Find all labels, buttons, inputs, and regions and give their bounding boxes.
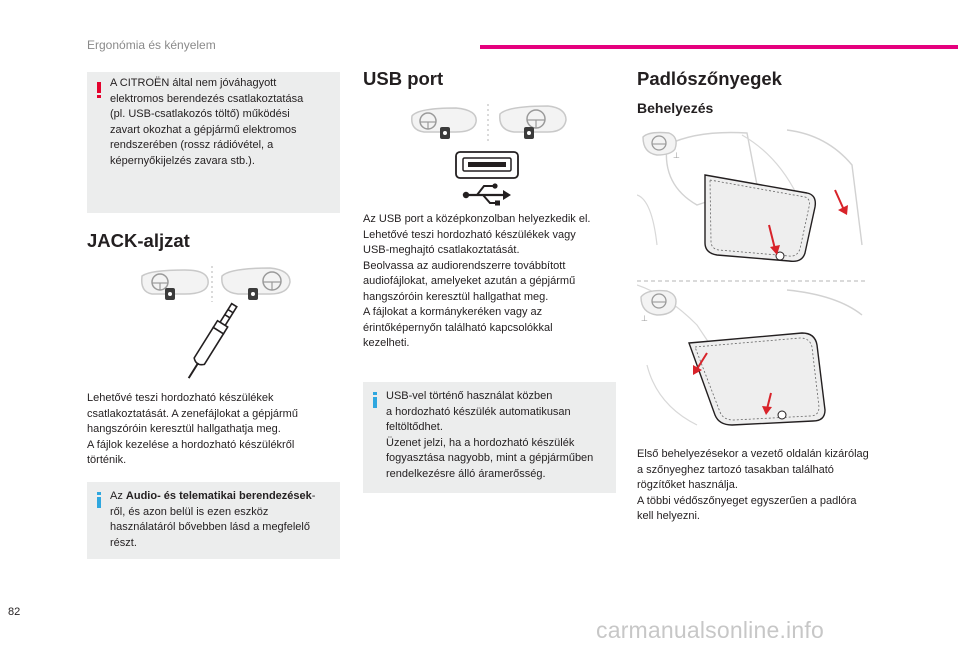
steering-wheel-icon: [411, 107, 477, 139]
warning-icon: [97, 82, 101, 98]
passenger-floor-mat-view: ⊥: [637, 284, 863, 426]
header-accent-bar: [480, 45, 958, 49]
info-text-usb: USB-vel történő használat közben a hordo…: [386, 389, 593, 482]
usb-text-line: A fájlokat a kormánykeréken vagy az: [363, 306, 543, 318]
info-line: részt.: [110, 536, 137, 549]
warning-line: (pl. USB-csatlakozós töltő) működési: [110, 108, 290, 120]
usb-text-line: Az USB port a középkonzolban helyezkedik…: [363, 213, 591, 225]
steering-wheel-icon: ⊥: [640, 289, 677, 323]
warning-box: [87, 72, 340, 213]
floor-mats-text-line: a szőnyeghez tartozó tasakban található: [637, 463, 834, 476]
warning-line: képernyőkijelzés zavara stb.).: [110, 154, 255, 167]
usb-info-line: fogyasztása nagyobb, mint a gépjárműben: [386, 452, 594, 464]
floor-mats-text-line: Első behelyezésekor a vezető oldalán kiz…: [637, 448, 869, 460]
steering-wheel-icon: ⊥: [642, 131, 680, 160]
info-icon: [373, 392, 377, 408]
floor-mats-heading: Padlószőnyegek: [637, 68, 782, 89]
section-title: Ergonómia és kényelem: [87, 38, 216, 52]
jack-text-line: csatlakoztatását. A zenefájlokat a gépjá…: [87, 407, 298, 420]
svg-text:⊥: ⊥: [673, 151, 680, 160]
info-box-audio: [87, 482, 340, 559]
usb-text-line: kezelheti.: [363, 337, 410, 349]
jack-text-line: hangszóróin keresztül hallgathatja meg.: [87, 423, 281, 435]
usb-text-line: Beolvassa az audiorendszerre továbbított: [363, 259, 566, 272]
installation-subheading: Behelyezés: [637, 100, 714, 116]
jack-text-line: Lehetővé teszi hordozható készülékek: [87, 392, 274, 404]
info-icon: [97, 492, 101, 508]
floor-mats-text-line: rögzítőket használja.: [637, 479, 738, 491]
usb-symbol-icon: [462, 183, 511, 206]
red-arrow-icon: [693, 352, 708, 375]
steering-wheel-icon: [221, 267, 291, 300]
red-arrow-icon: [762, 392, 772, 415]
usb-text-line: érintőképernyőn található kapcsolókkal: [363, 321, 553, 334]
floor-mats-text: Első behelyezésekor a vezető oldalán kiz…: [637, 447, 869, 525]
steering-wheel-icon: [499, 105, 567, 139]
info-text-audio: Az Audio- és telematikai berendezések- r…: [110, 489, 315, 551]
watermark: carmanualsonline.info: [596, 617, 824, 643]
usb-text-line: audiofájlokat, amelyeket azután a gépjár…: [363, 275, 576, 287]
driver-floor-mat-view: ⊥: [637, 125, 867, 265]
floor-mats-text-line: A többi védőszőnyeget egyszerűen a padló…: [637, 494, 857, 507]
warning-line: elektromos berendezés csatlakoztatása: [110, 92, 304, 105]
floor-mats-text-line: kell helyezni.: [637, 510, 700, 522]
jack-text-line: A fájlok kezelése a hordozható készülékr…: [87, 438, 295, 451]
jack-illustration: [140, 266, 291, 379]
info-box-usb: [363, 382, 616, 493]
usb-text-line: USB-meghajtó csatlakoztatását.: [363, 244, 520, 256]
red-arrow-icon: [768, 224, 780, 255]
usb-text-line: Lehetővé teszi hordozható készülékek vag…: [363, 228, 576, 241]
floor-mat-illustration: ⊥ ⊥: [637, 125, 867, 426]
usb-info-line: USB-vel történő használat közben: [386, 390, 553, 402]
info-line: használatáról bővebben lásd a megfelelő: [110, 521, 310, 533]
usb-heading: USB port: [363, 68, 444, 89]
usb-info-line: Üzenet jelzi, ha a hordozható készülék: [386, 436, 575, 449]
info-hyphen: -: [311, 490, 316, 502]
warning-line: A CITROËN által nem jóváhagyott: [110, 77, 277, 89]
usb-text-line: hangszóróin keresztül hallgathat meg.: [363, 290, 549, 303]
steering-wheel-icon: [140, 269, 209, 300]
info-line: ről, és azon belül is ezen eszköz: [110, 505, 269, 518]
usb-info-line: rendelkezésre álló áramerősség.: [386, 467, 546, 480]
jack-text-line: történik.: [87, 454, 127, 466]
warning-text: A CITROËN által nem jóváhagyott elektrom…: [110, 76, 303, 169]
usb-text: Az USB port a középkonzolban helyezkedik…: [363, 212, 590, 352]
jack-plug-icon: [187, 302, 238, 379]
info-prefix: Az: [110, 490, 126, 502]
info-bold-reference: Audio- és telematikai berendezések: [125, 490, 312, 502]
usb-illustration: [411, 104, 567, 206]
warning-line: rendszerében (rossz rádióvétel, a: [110, 139, 274, 151]
page-number: 82: [8, 606, 21, 618]
jack-text: Lehetővé teszi hordozható készülékek csa…: [87, 391, 298, 469]
usb-info-line: a hordozható készülék automatikusan: [386, 405, 571, 418]
usb-port-icon: [455, 151, 519, 179]
red-arrow-icon: [834, 189, 848, 215]
svg-text:⊥: ⊥: [641, 314, 648, 323]
warning-line: zavart okozhat a gépjármű elektromos: [110, 123, 297, 136]
jack-heading: JACK-aljzat: [87, 230, 190, 251]
usb-info-line: feltöltődhet.: [386, 421, 443, 433]
